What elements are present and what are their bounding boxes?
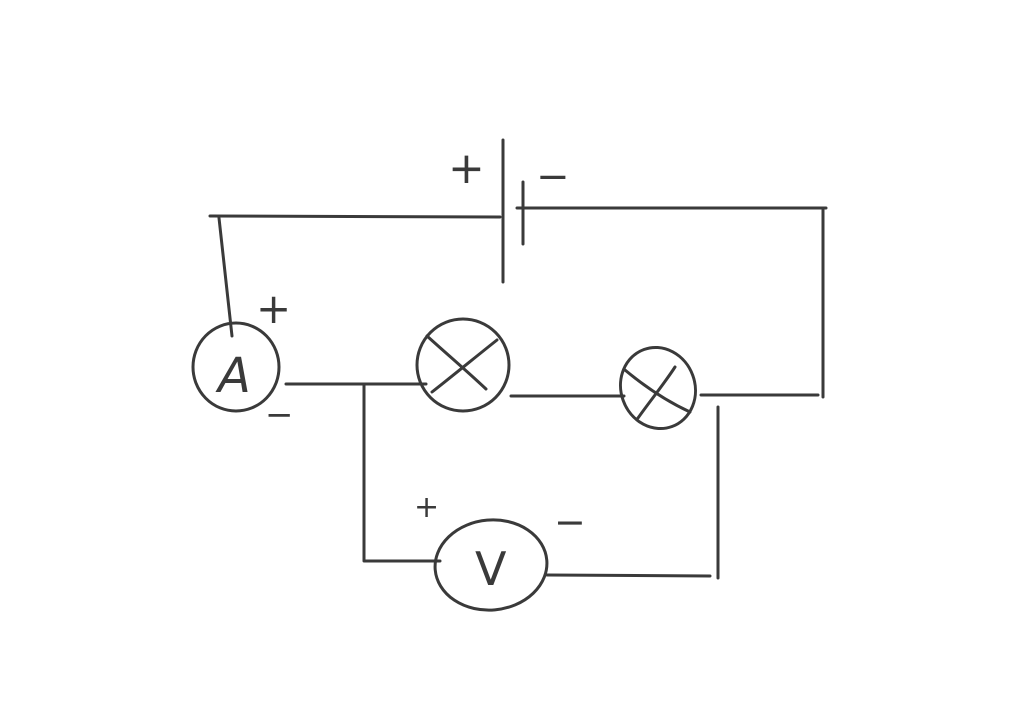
lamp-1 <box>415 317 511 413</box>
lamp-1-cross-b <box>430 338 499 394</box>
wires <box>208 206 828 580</box>
ammeter: A + − <box>191 284 294 435</box>
lamp-2-cross-b <box>636 365 677 420</box>
wire-to-ammeter <box>217 216 234 338</box>
lamp-1-circle <box>415 317 511 413</box>
ammeter-positive-sign: + <box>256 284 291 333</box>
voltmeter-letter: V <box>475 542 507 596</box>
lamp-2-circle <box>619 345 697 431</box>
lamp-2-cross-a <box>623 368 692 414</box>
ammeter-circle <box>191 321 281 413</box>
wire-voltmeter-right-branch <box>545 573 712 578</box>
voltmeter: V + − <box>414 490 586 612</box>
battery: + − <box>448 138 570 284</box>
voltmeter-negative-sign: − <box>554 500 586 544</box>
battery-positive-sign: + <box>448 143 485 194</box>
wire-voltmeter-left-branch <box>362 383 442 563</box>
lamp-1-cross-a <box>425 334 488 391</box>
lamp-2 <box>619 345 697 431</box>
voltmeter-circle <box>433 518 549 612</box>
ammeter-letter: A <box>215 348 251 404</box>
voltmeter-positive-sign: + <box>414 490 439 525</box>
battery-negative-sign: − <box>536 154 570 200</box>
wire-top-left <box>208 214 502 219</box>
ammeter-negative-sign: − <box>265 395 294 435</box>
